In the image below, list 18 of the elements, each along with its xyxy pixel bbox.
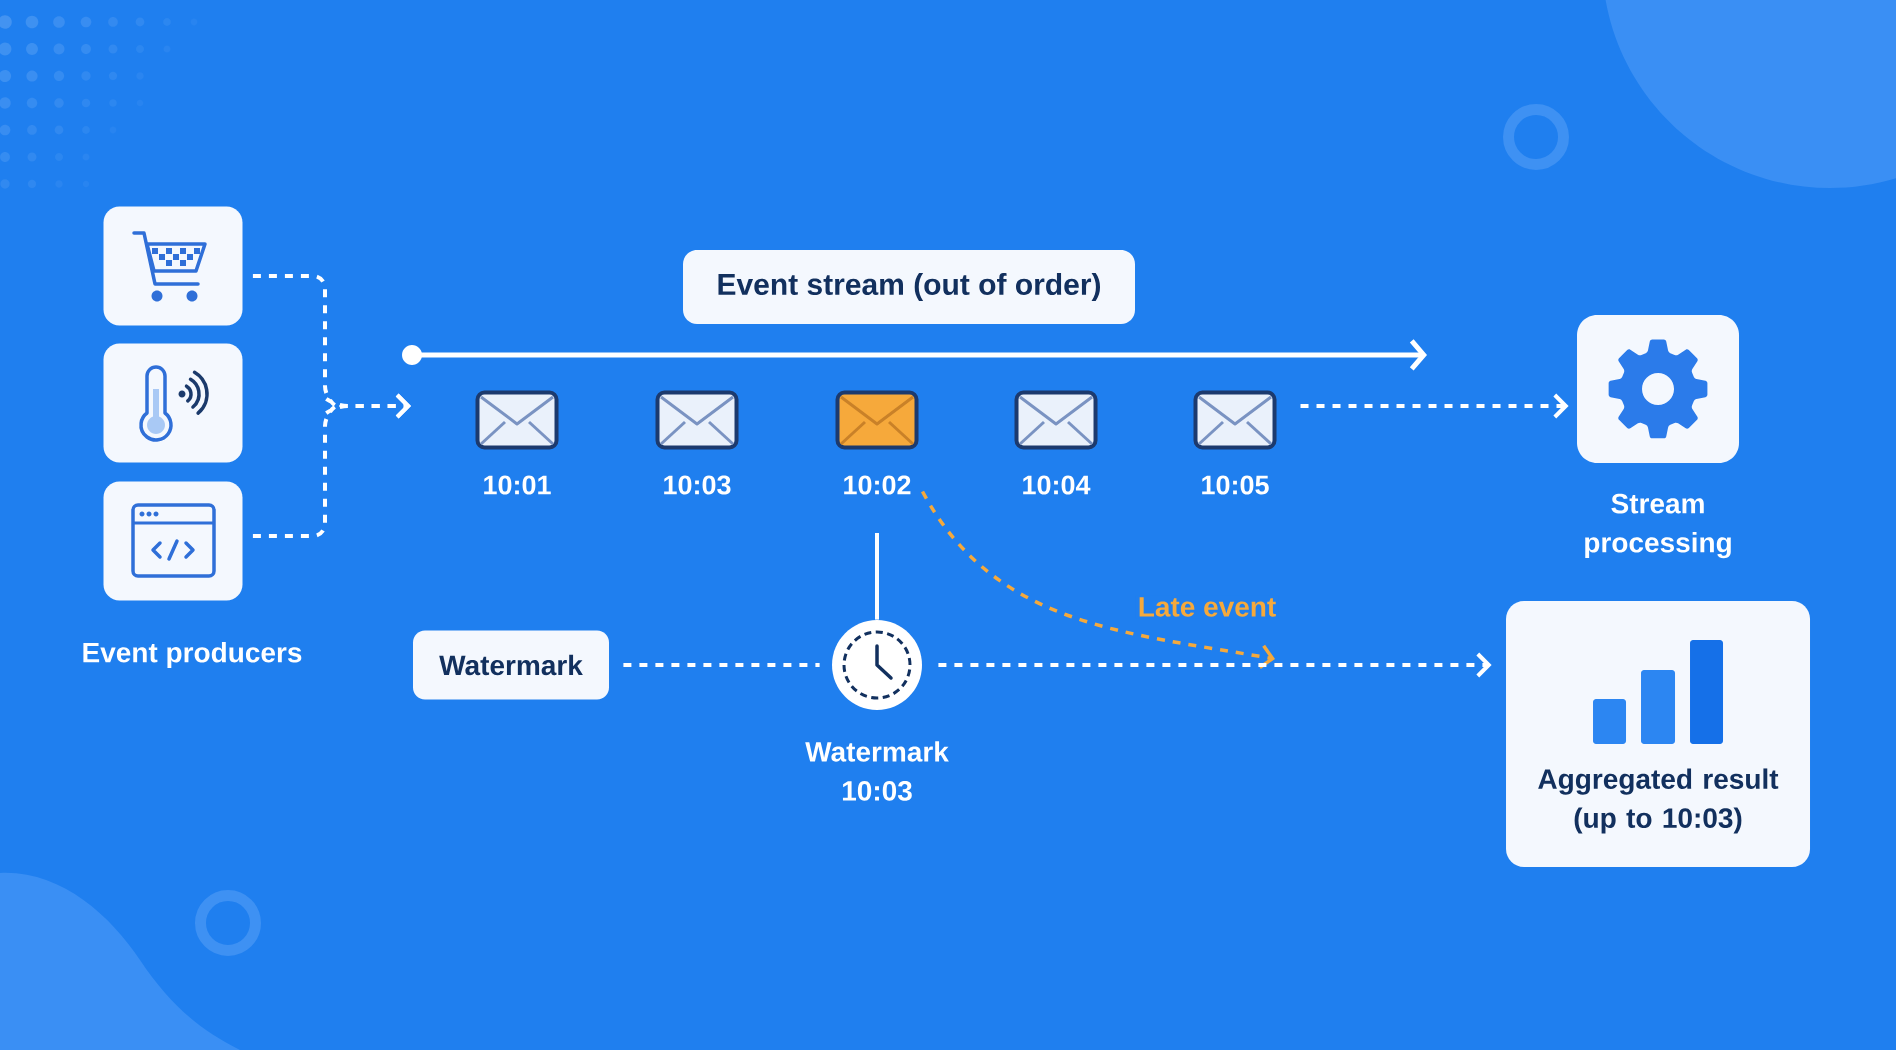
timestamp: 10:04	[1023, 475, 1091, 495]
dashed-arrow	[938, 652, 1492, 678]
dashed-arrow	[921, 490, 1275, 669]
timestamp: 10:03	[664, 475, 731, 495]
group-label: Event producers	[83, 641, 302, 669]
timestamp: 10:05	[1202, 475, 1269, 495]
timestamp: 10:02	[844, 475, 911, 495]
dashed-arrow	[1300, 393, 1569, 419]
node-label: Stream processing	[1585, 493, 1731, 559]
result-box: Aggregated result (up to 10:03)	[1506, 601, 1810, 867]
dashed-connector-line	[623, 663, 820, 667]
label-box: Event stream (out of order)	[683, 250, 1135, 324]
timestamp: 10:01	[484, 475, 551, 495]
edge-label: Late event	[1135, 595, 1279, 619]
connector-line	[875, 533, 879, 620]
dashed-arrow	[252, 393, 411, 538]
label-box: Watermark	[413, 630, 609, 700]
node-label: Watermark 10:03	[805, 741, 949, 801]
